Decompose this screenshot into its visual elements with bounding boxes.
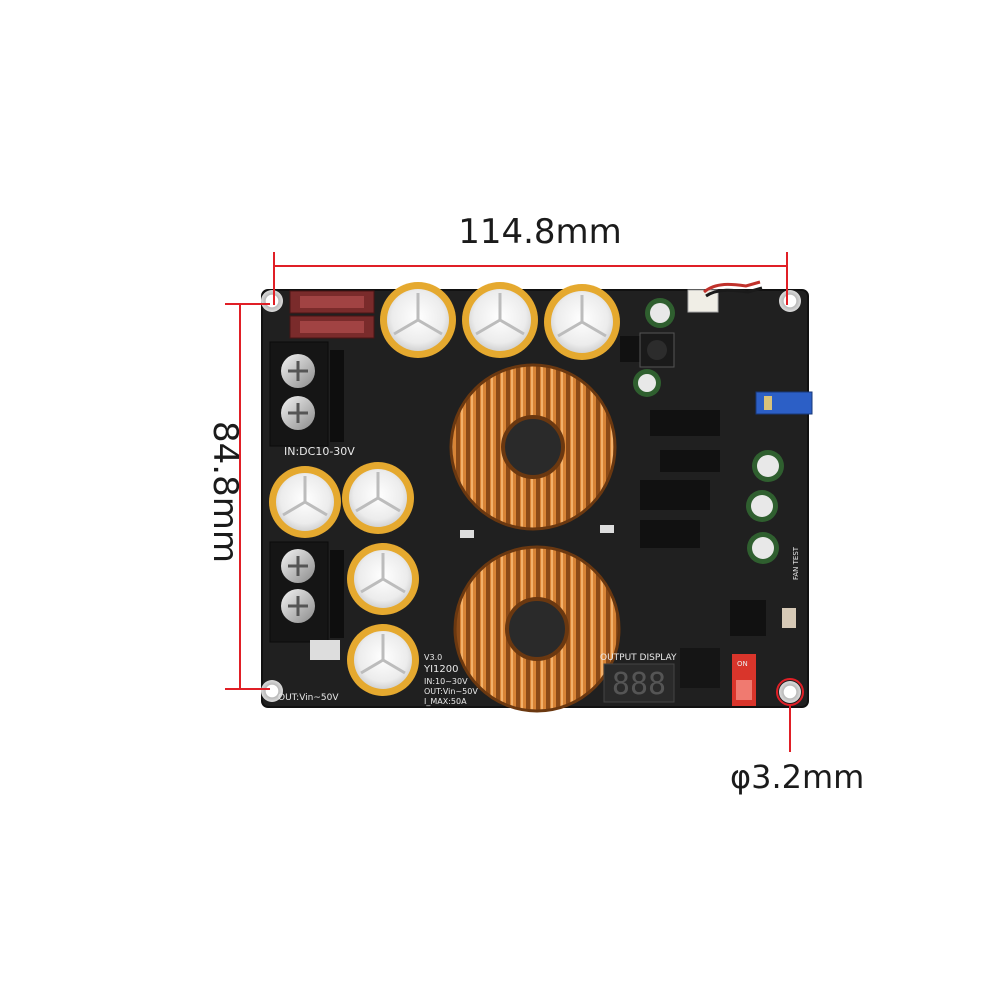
fuse-block (289, 290, 375, 339)
smd-components (310, 336, 766, 688)
fan-connector (687, 280, 763, 313)
label-fan-test: FAN TEST (792, 546, 800, 580)
dimension-hole-marker (776, 678, 804, 752)
capacitor (380, 282, 456, 358)
capacitor-small (752, 450, 784, 482)
label-model: YI1200 (423, 664, 459, 675)
dimension-height-label: 84.8mm (205, 421, 245, 563)
capacitor (269, 466, 341, 538)
tactile-button (782, 608, 796, 628)
mounting-hole-top-right (779, 290, 801, 312)
mounting-hole-bottom-left (261, 680, 283, 702)
capacitor (347, 624, 419, 696)
capacitor-small (645, 298, 675, 328)
capacitor (347, 543, 419, 615)
toroid-inductor-top (449, 363, 617, 531)
dimension-width-label: 114.8mm (458, 212, 622, 252)
capacitor (342, 462, 414, 534)
capacitor-small (633, 369, 661, 397)
label-max-current: I_MAX:50A (424, 697, 467, 706)
svg-text:888: 888 (612, 667, 666, 702)
label-dip-on: ON (737, 660, 748, 668)
potentiometer (755, 391, 813, 415)
label-version: V3.0 (424, 653, 442, 662)
capacitor (462, 282, 538, 358)
label-input: IN:DC10-30V (284, 445, 355, 458)
label-display: OUTPUT DISPLAY (600, 653, 677, 663)
label-input-spec: IN:10~30V (424, 677, 468, 686)
mounting-hole-top-left (261, 290, 283, 312)
capacitor-small (746, 490, 778, 522)
capacitor-small (747, 532, 779, 564)
seven-segment-display: 888 (603, 663, 675, 703)
output-terminal (269, 541, 344, 643)
toroid-inductor-bottom (453, 545, 621, 713)
smd-inductor (639, 332, 675, 368)
input-terminal (269, 341, 344, 447)
dip-switch (732, 654, 756, 706)
mounting-hole-bottom-right (779, 681, 801, 703)
dimension-hole-label: φ3.2mm (730, 758, 865, 796)
capacitor (544, 284, 620, 360)
label-output: OUT:Vin~50V (278, 693, 339, 703)
dimension-width-line (273, 252, 788, 305)
dimension-height-line (225, 303, 270, 690)
label-output-spec: OUT:Vin~50V (424, 687, 478, 696)
